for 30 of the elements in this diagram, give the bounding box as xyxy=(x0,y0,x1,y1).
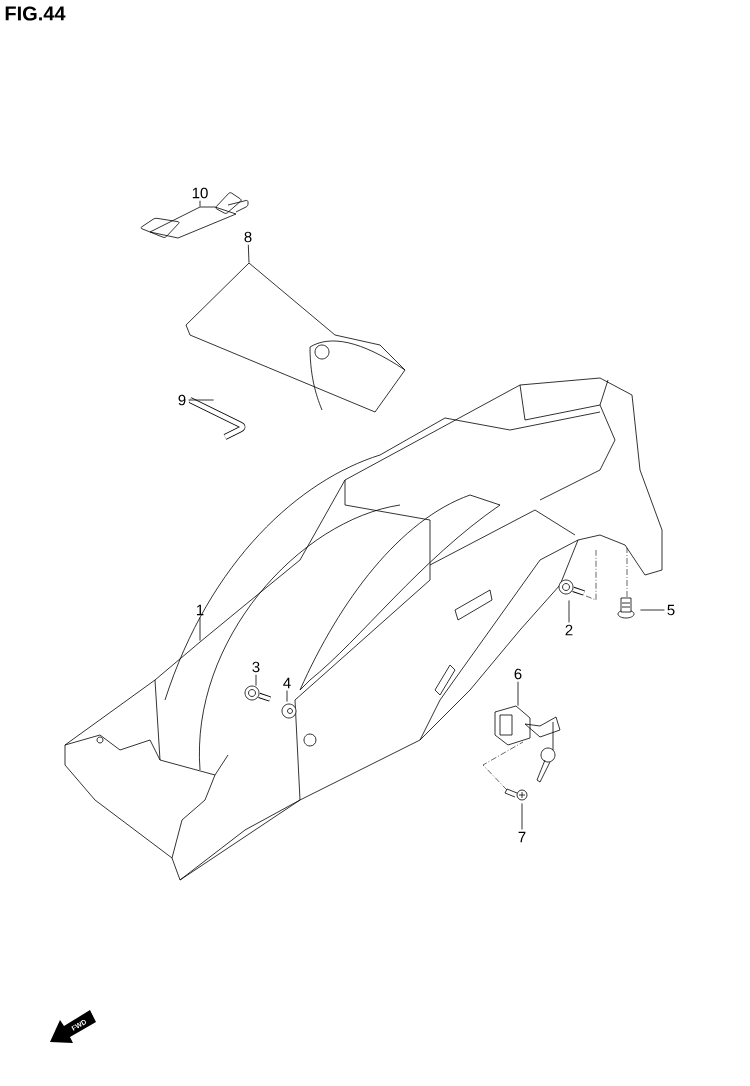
seat-lock-drawing xyxy=(494,705,561,783)
callout-number: 1 xyxy=(197,604,204,616)
screw-drawing xyxy=(504,788,528,801)
center-line xyxy=(585,549,597,601)
bolt-drawing xyxy=(617,597,635,619)
tool-bag-drawing xyxy=(185,262,406,413)
leader-line xyxy=(188,399,214,401)
rear-fender-drawing xyxy=(64,377,663,881)
callout-number: 6 xyxy=(514,668,522,680)
callout-number: 10 xyxy=(192,187,208,199)
leader-line xyxy=(640,609,665,611)
leader-line xyxy=(199,617,201,641)
callout-number: 8 xyxy=(244,231,252,243)
callout-number: 9 xyxy=(178,394,186,406)
leader-line xyxy=(199,200,201,207)
leader-line xyxy=(247,244,250,263)
callout-number: 2 xyxy=(565,624,573,636)
figure-title: FIG.44 xyxy=(5,6,66,21)
center-line xyxy=(482,741,524,791)
leader-line xyxy=(517,681,519,706)
leader-line xyxy=(255,674,257,686)
bolt-drawing xyxy=(244,685,271,702)
leader-line xyxy=(286,690,288,702)
hex-wrench-drawing xyxy=(188,397,245,440)
center-line xyxy=(626,547,628,598)
leader-line xyxy=(521,803,523,830)
callout-number: 7 xyxy=(518,831,526,843)
bolt-drawing xyxy=(558,579,585,596)
leader-line xyxy=(568,600,570,623)
callout-number: 5 xyxy=(667,604,675,616)
